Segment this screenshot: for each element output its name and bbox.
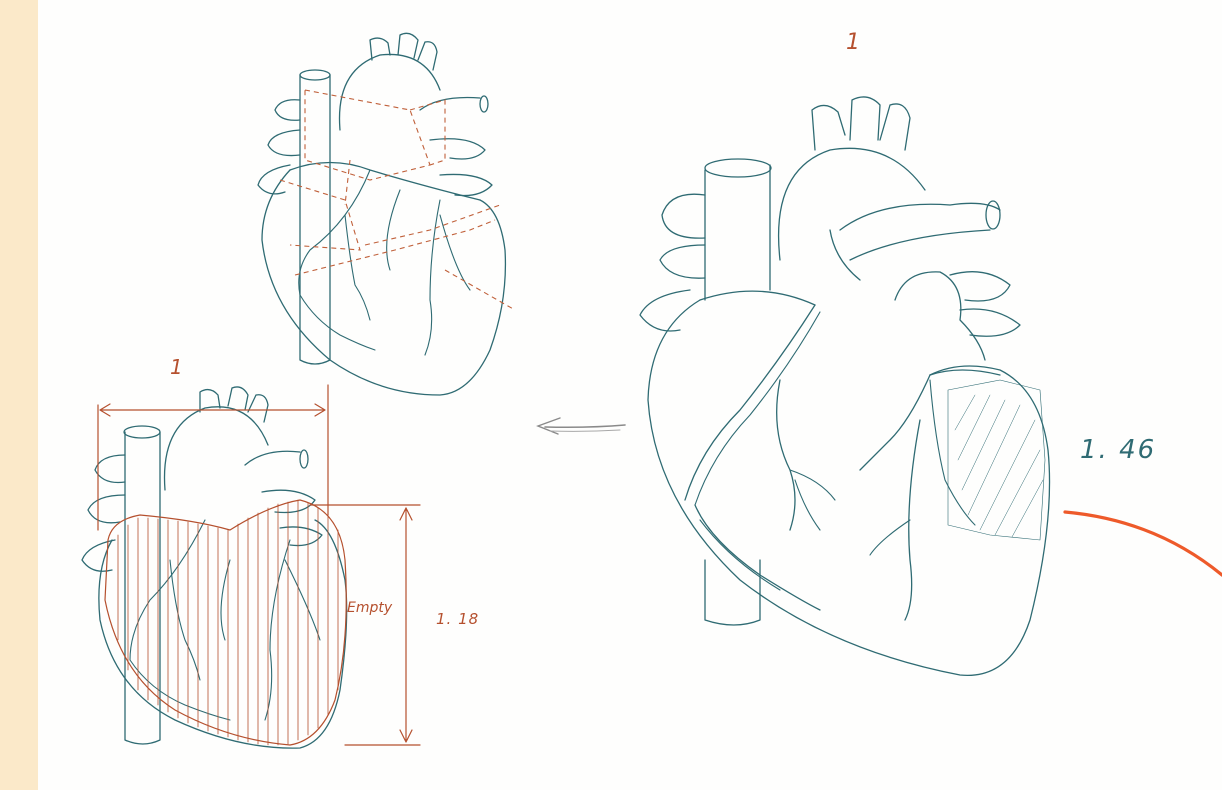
width-dimension-line xyxy=(100,404,325,416)
empty-label: Empty xyxy=(347,600,392,616)
large-heart-drawing xyxy=(640,97,1050,675)
orange-curve-stroke xyxy=(1065,512,1222,575)
hatched-region xyxy=(948,380,1045,540)
left-ratio-label: 1 xyxy=(170,355,183,379)
arrow-left-icon xyxy=(538,418,625,434)
small-heart-dashed-drawing xyxy=(258,33,515,395)
height-dimension-line xyxy=(400,508,412,742)
small-ratio-label: 1. 18 xyxy=(436,610,479,628)
large-ratio-label: 1. 46 xyxy=(1080,435,1156,465)
measured-heart-drawing xyxy=(82,385,420,748)
top-ratio-label: 1 xyxy=(846,30,860,55)
